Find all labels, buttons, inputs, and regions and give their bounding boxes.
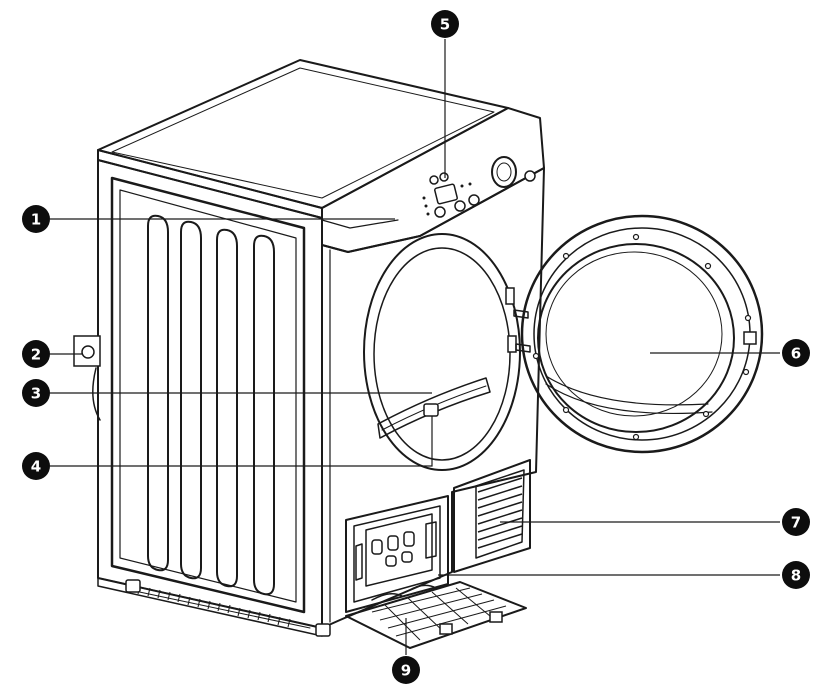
callout-8: 8 xyxy=(782,561,810,589)
svg-text:8: 8 xyxy=(791,567,801,585)
power-cable xyxy=(92,367,101,421)
cover-clip-icon xyxy=(439,623,453,635)
button-icon xyxy=(454,200,466,212)
indicator-dot-icon xyxy=(426,212,430,216)
svg-text:4: 4 xyxy=(31,458,41,476)
exchanger-clip-icon xyxy=(387,535,399,551)
screw-icon xyxy=(632,233,640,241)
callout-7: 7 xyxy=(782,508,810,536)
door-hinge-arm xyxy=(513,309,529,319)
door-opening xyxy=(363,233,521,471)
svg-text:3: 3 xyxy=(31,385,41,403)
button-icon xyxy=(439,172,449,182)
power-socket xyxy=(73,335,101,367)
callout-9: 9 xyxy=(392,656,420,684)
screw-icon xyxy=(702,410,710,418)
door-latch-icon xyxy=(743,331,757,345)
svg-text:2: 2 xyxy=(31,346,41,364)
vent-grille xyxy=(453,459,531,573)
indicator-dot-icon xyxy=(422,196,426,200)
exchanger-clip-icon xyxy=(385,555,397,567)
fluff-filter-handle xyxy=(423,403,439,417)
callout-2: 2 xyxy=(22,340,50,368)
foot-right xyxy=(315,623,331,637)
leader-lines xyxy=(50,39,780,655)
indicator-dot-icon xyxy=(424,204,428,208)
screw-icon xyxy=(562,406,570,414)
exchanger-clip-icon xyxy=(401,551,413,563)
callout-6: 6 xyxy=(782,339,810,367)
hinge-icon xyxy=(507,335,517,353)
svg-text:1: 1 xyxy=(31,211,41,229)
callout-1: 1 xyxy=(22,205,50,233)
door-hinge-arm xyxy=(515,343,531,353)
screw-icon xyxy=(744,314,752,322)
indicator-dot-icon xyxy=(468,182,472,186)
open-door xyxy=(513,214,764,454)
display-icon xyxy=(434,183,458,205)
screw-icon xyxy=(704,262,712,270)
heat-exchanger-compartment xyxy=(345,495,449,613)
button-icon xyxy=(429,175,439,185)
button-icon xyxy=(468,194,480,206)
heat-exchanger-unit xyxy=(365,513,433,587)
hinge-icon xyxy=(505,287,515,305)
indicator-dot-icon xyxy=(460,184,464,188)
cover-clip-icon xyxy=(489,611,503,623)
start-button-icon xyxy=(524,170,536,182)
button-icon xyxy=(434,206,446,218)
screw-icon xyxy=(562,252,570,260)
callout-3: 3 xyxy=(22,379,50,407)
svg-text:7: 7 xyxy=(791,514,801,532)
callout-4: 4 xyxy=(22,452,50,480)
dryer-body xyxy=(92,59,545,637)
svg-text:9: 9 xyxy=(401,662,411,680)
program-dial-icon xyxy=(491,156,517,188)
foot-left xyxy=(125,579,141,593)
exchanger-clip-icon xyxy=(403,531,415,547)
screw-icon xyxy=(632,433,640,441)
plinth-cover xyxy=(345,581,527,649)
callout-5: 5 xyxy=(431,10,459,38)
exchanger-clip-icon xyxy=(371,539,383,555)
screw-icon xyxy=(742,368,750,376)
svg-text:6: 6 xyxy=(791,345,801,363)
fluff-filter-housing xyxy=(377,377,491,439)
program-dial-icon-inner xyxy=(496,162,512,182)
side-panel-ribs xyxy=(147,214,275,596)
svg-text:5: 5 xyxy=(440,16,450,34)
screw-icon xyxy=(532,352,540,360)
control-panel xyxy=(422,156,536,218)
